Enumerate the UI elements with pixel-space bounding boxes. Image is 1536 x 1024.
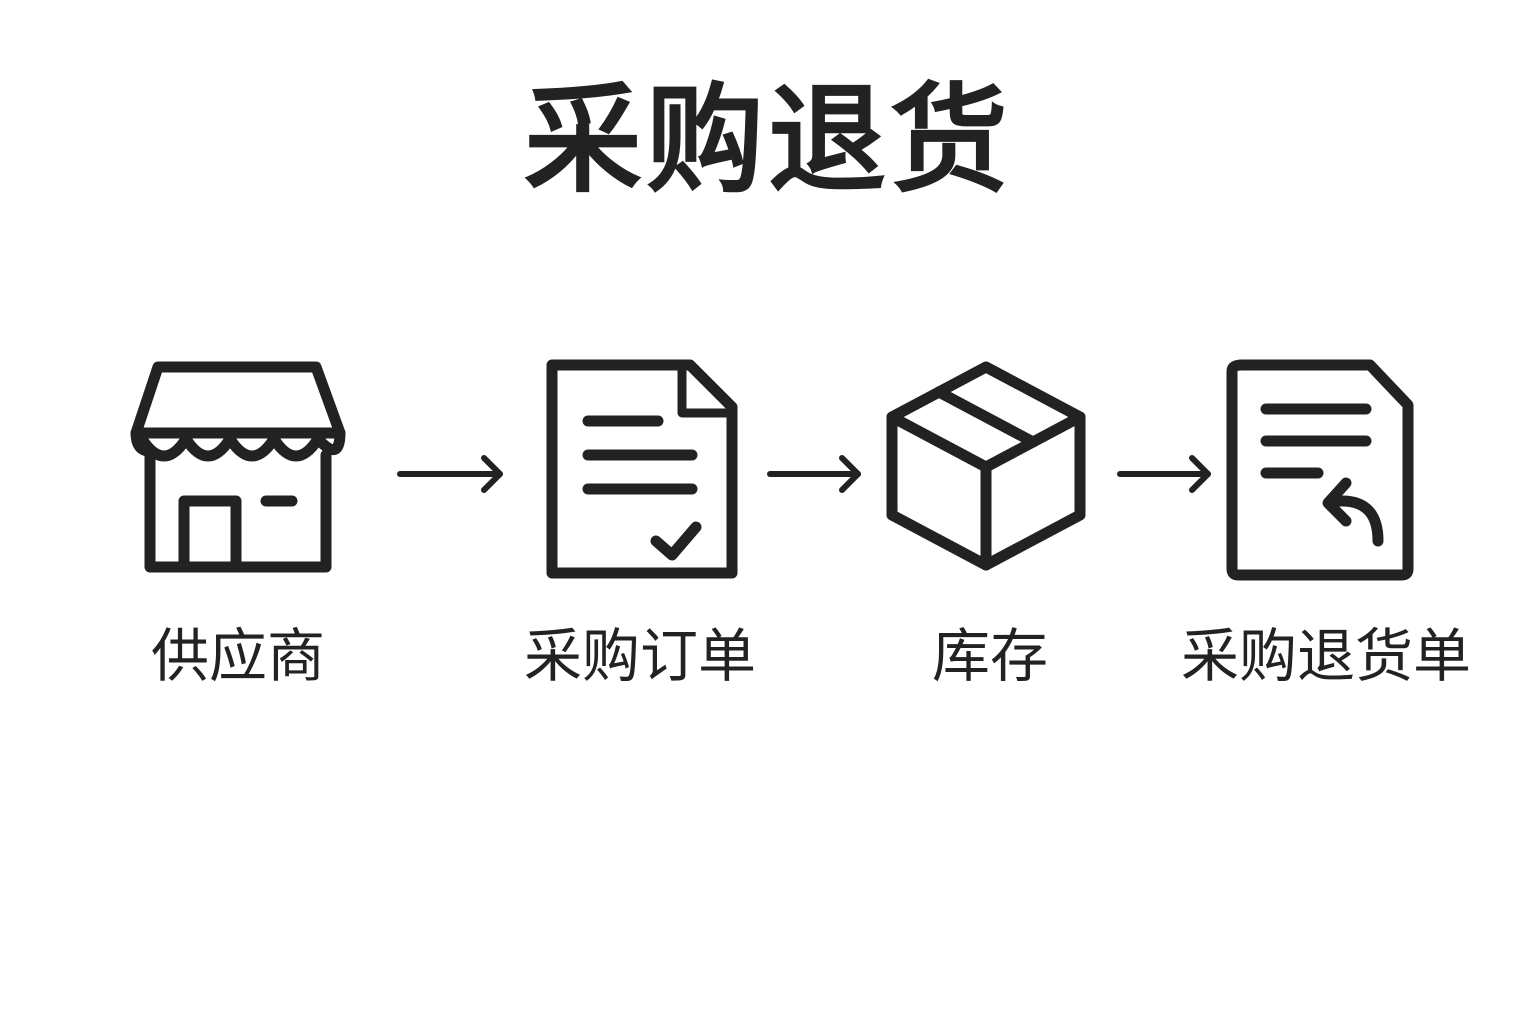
arrow-right-icon xyxy=(1116,452,1216,500)
step-label-supplier: 供应商 xyxy=(150,622,325,690)
step-label-purchase-return: 采购退货单 xyxy=(1180,622,1471,690)
step-label-inventory: 库存 xyxy=(931,622,1048,690)
document-check-icon xyxy=(540,355,740,587)
arrow-right-icon xyxy=(396,452,508,500)
arrow-right-icon xyxy=(766,452,866,500)
document-return-icon xyxy=(1222,355,1418,587)
storefront-icon xyxy=(126,355,350,579)
box-icon xyxy=(884,355,1094,575)
diagram-title: 采购退货 xyxy=(523,71,1012,209)
step-label-purchase-order: 采购订单 xyxy=(523,622,756,690)
